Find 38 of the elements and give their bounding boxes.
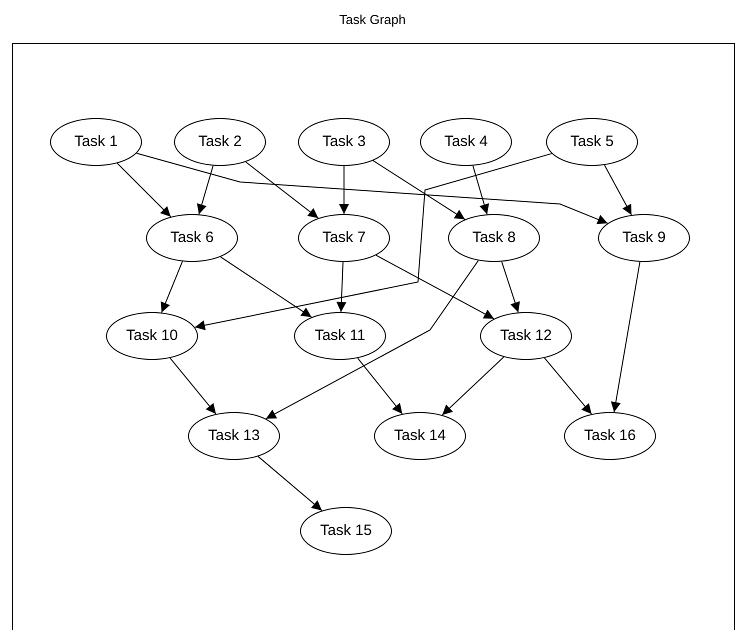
diagram-title: Task Graph — [338, 11, 407, 29]
arrow — [604, 164, 632, 216]
arrow — [472, 165, 490, 215]
arrow — [265, 260, 479, 420]
task-ellipse — [300, 507, 392, 555]
arrow — [442, 356, 504, 416]
task-ellipse — [374, 412, 466, 460]
arrow — [160, 260, 183, 314]
task-ellipse — [564, 412, 656, 460]
arrow — [196, 165, 214, 215]
task-ellipse — [546, 118, 638, 166]
task-ellipse — [106, 312, 198, 360]
arrow — [116, 162, 172, 218]
arrow — [245, 161, 319, 219]
task-ellipse — [448, 214, 540, 262]
arrow — [220, 256, 312, 318]
task-ellipse — [298, 118, 390, 166]
arrow — [170, 358, 216, 414]
task-ellipse — [174, 118, 266, 166]
arrow — [376, 254, 494, 320]
task-ellipse — [188, 412, 280, 460]
task-ellipse — [294, 312, 386, 360]
arrow — [194, 153, 552, 330]
arrow — [136, 152, 608, 224]
arrow — [336, 262, 346, 312]
arrow — [258, 456, 322, 512]
task-ellipse — [420, 118, 512, 166]
arrow — [372, 160, 466, 220]
task-ellipse — [298, 214, 390, 262]
task-ellipse — [480, 312, 572, 360]
task-ellipse — [146, 214, 238, 262]
task-ellipse — [50, 118, 142, 166]
arrow — [610, 261, 640, 413]
task-ellipse — [598, 214, 690, 262]
arrow — [544, 357, 592, 415]
arrow — [357, 358, 403, 414]
arrow — [501, 261, 520, 313]
arrow — [339, 166, 349, 214]
